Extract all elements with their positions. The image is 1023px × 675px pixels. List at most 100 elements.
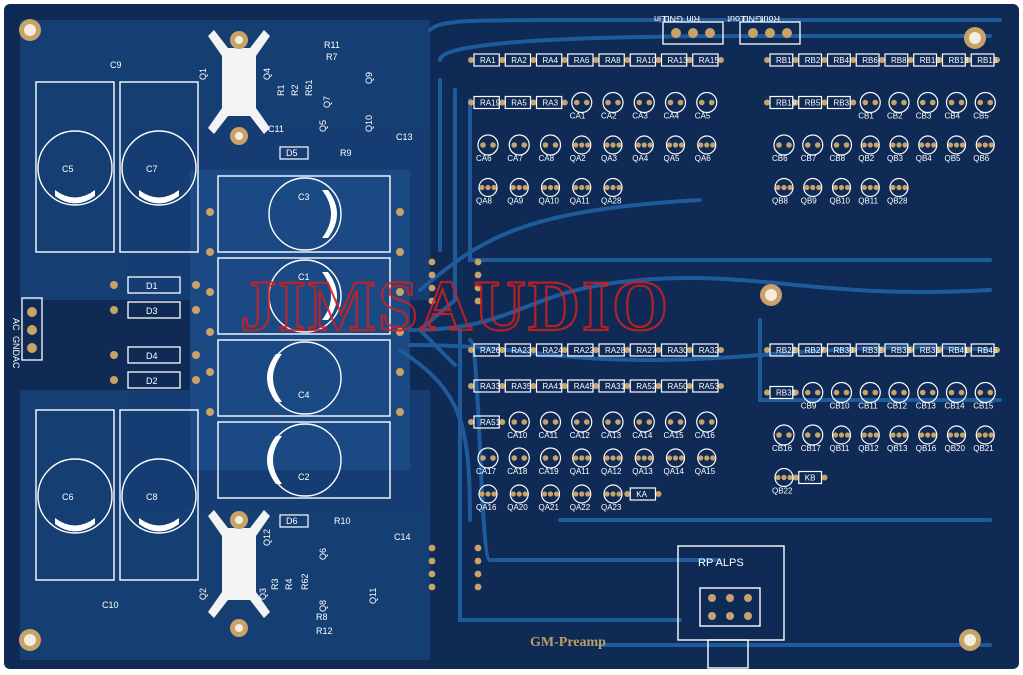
part-outline xyxy=(917,381,939,404)
solder-pad xyxy=(635,142,641,148)
solder-pad xyxy=(499,347,506,353)
part-outline xyxy=(803,177,823,198)
silk-label: D5 xyxy=(286,148,298,158)
part-outline xyxy=(945,91,968,114)
solder-pad xyxy=(541,184,548,191)
silk-label: QB21 xyxy=(973,444,994,453)
silk-label: Q7 xyxy=(322,96,332,108)
solder-pad xyxy=(553,184,560,191)
part-outline xyxy=(798,53,823,67)
solder-pad xyxy=(890,184,896,191)
silk-label: RA27 xyxy=(636,346,657,355)
part-outline xyxy=(945,381,968,404)
solder-pad xyxy=(610,184,616,191)
silk-label: D4 xyxy=(146,351,158,361)
solder-pad xyxy=(677,419,684,425)
silk-label: CA17 xyxy=(476,467,497,476)
silk-label: RA10 xyxy=(636,56,657,65)
part-outline xyxy=(571,91,593,114)
silk-label: RA15 xyxy=(699,56,720,65)
silk-label: C9 xyxy=(110,60,122,70)
silk-label: CB10 xyxy=(830,402,851,411)
solder-pad xyxy=(786,142,792,148)
part-outline xyxy=(830,134,853,156)
silk-label: CB11 xyxy=(858,402,878,411)
solder-pad xyxy=(977,99,984,106)
solder-pad xyxy=(561,383,568,389)
solder-pad xyxy=(491,184,497,191)
solder-pad xyxy=(490,142,496,148)
ac-label-1: AC xyxy=(11,318,21,331)
pot-footprint xyxy=(677,545,785,669)
solder-pad xyxy=(522,184,528,191)
silk-label: RA33 xyxy=(480,382,501,391)
solder-pad xyxy=(485,184,491,191)
solder-pad xyxy=(988,142,994,148)
solder-pad xyxy=(873,142,879,148)
part-outline xyxy=(535,53,563,67)
solder-pad xyxy=(635,455,641,461)
silk-label: KB xyxy=(805,474,816,483)
part-outline xyxy=(774,467,794,488)
part-outline xyxy=(535,379,563,393)
silk-label: R4 xyxy=(284,578,294,590)
silk-label: CB8 xyxy=(830,154,846,163)
solder-pad xyxy=(994,347,1000,353)
solder-pad xyxy=(583,419,590,425)
part-outline xyxy=(889,177,909,198)
solder-pad xyxy=(521,142,528,148)
silk-label: C5 xyxy=(62,164,74,174)
solder-pad xyxy=(814,142,821,148)
solder-pad xyxy=(792,474,799,481)
silk-label: QA2 xyxy=(570,154,587,163)
solder-pad xyxy=(988,432,994,438)
ac-label-3: AC xyxy=(11,356,21,369)
part-outline xyxy=(603,177,623,198)
silk-label: CB14 xyxy=(945,402,966,411)
part-outline xyxy=(603,448,623,468)
solder-pad xyxy=(428,271,436,279)
solder-pad xyxy=(428,544,436,552)
solder-pad xyxy=(792,57,799,63)
solder-pad xyxy=(428,297,436,305)
solder-pad xyxy=(474,544,482,552)
part-outline xyxy=(697,448,717,468)
solder-pad xyxy=(624,491,631,497)
solder-pad xyxy=(867,432,873,438)
solder-pad xyxy=(615,99,621,106)
part-outline xyxy=(504,95,532,110)
part-outline xyxy=(540,484,561,504)
silk-label: CA11 xyxy=(539,431,559,440)
solder-pad xyxy=(850,99,857,106)
solder-pad xyxy=(896,184,902,191)
solder-pad xyxy=(510,184,516,191)
solder-pad xyxy=(704,142,710,148)
solder-pad xyxy=(616,184,622,191)
part-outline xyxy=(884,343,909,357)
solder-pad xyxy=(879,57,885,63)
part-outline xyxy=(539,411,562,433)
silk-label: RA35 xyxy=(511,382,532,391)
solder-pad xyxy=(530,347,537,353)
silk-label: RB33 xyxy=(891,346,912,355)
part-outline xyxy=(859,381,881,404)
part-outline xyxy=(802,381,824,404)
solder-pad xyxy=(396,248,404,256)
part-outline xyxy=(567,379,594,393)
solder-pad xyxy=(604,491,610,497)
solder-pad xyxy=(667,419,674,425)
silk-label: C7 xyxy=(146,164,158,174)
silk-label: CB4 xyxy=(945,112,961,121)
part-outline xyxy=(769,53,794,67)
solder-pad xyxy=(919,142,925,148)
solder-pad xyxy=(867,142,873,148)
solder-pad xyxy=(891,99,897,106)
silk-label: QA15 xyxy=(695,467,716,476)
part-outline xyxy=(602,411,624,433)
solder-pad xyxy=(677,99,684,106)
part-outline xyxy=(633,411,655,433)
part-outline xyxy=(664,411,687,433)
solder-pad xyxy=(775,184,781,191)
silk-label: RA22 xyxy=(574,346,595,355)
solder-pad xyxy=(850,57,857,63)
